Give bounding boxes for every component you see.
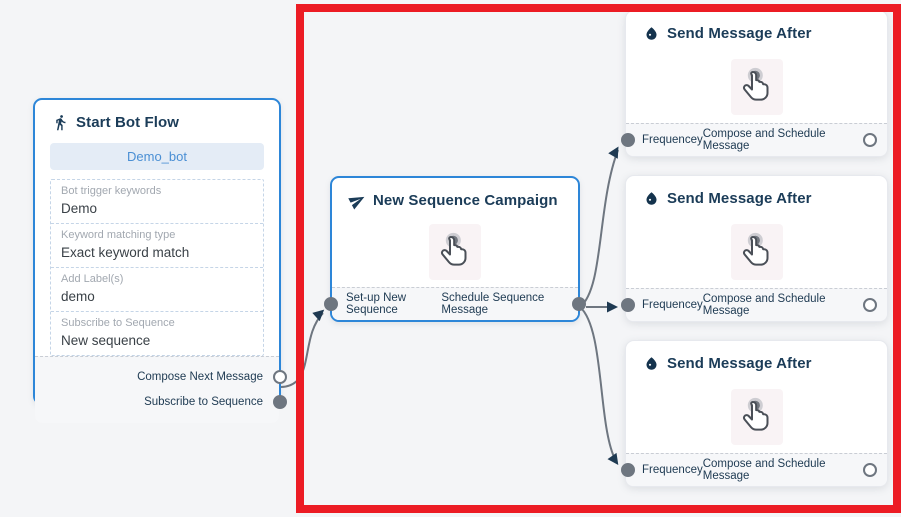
- field-label: Subscribe to Sequence: [61, 317, 175, 329]
- output-label: Compose and Schedule Message: [702, 293, 826, 317]
- output-subscribe-to-sequence: Subscribe to Sequence: [35, 389, 287, 414]
- send-node-body: [626, 50, 887, 123]
- send-node-title: Send Message After: [667, 354, 812, 372]
- input-handle-frequencey[interactable]: [621, 298, 635, 312]
- send-icon: [347, 191, 366, 209]
- input-handle-frequencey[interactable]: [621, 133, 635, 147]
- water-drop-icon: [642, 189, 660, 207]
- output-handle-subscribe-to-sequence[interactable]: [273, 394, 287, 409]
- connector-start-to-campaign: [280, 312, 324, 388]
- field-keyword-matching-type[interactable]: Keyword matching type Exact keyword matc…: [51, 224, 263, 268]
- start-bot-flow-node[interactable]: Start Bot Flow Demo_bot Bot trigger keyw…: [33, 98, 287, 423]
- start-node-outputs: Compose Next Message Subscribe to Sequen…: [35, 356, 287, 423]
- connector-campaign-to-send-3: [579, 306, 615, 458]
- field-value: New sequence: [61, 333, 151, 348]
- send-node-title: Send Message After: [667, 24, 812, 42]
- field-label: Keyword matching type: [61, 229, 176, 241]
- water-drop-icon: [642, 354, 660, 372]
- input-label: Frequencey: [642, 134, 703, 146]
- send-message-after-node-2[interactable]: Send Message After Frequencey Compose an…: [621, 175, 888, 322]
- field-value: demo: [61, 289, 95, 304]
- send-node-title: Send Message After: [667, 189, 812, 207]
- output-handle-schedule-sequence-message[interactable]: [572, 297, 586, 311]
- field-label: Bot trigger keywords: [61, 185, 162, 197]
- output-label: Subscribe to Sequence: [144, 395, 263, 408]
- water-drop-icon: [642, 24, 660, 42]
- send-message-after-node-3[interactable]: Send Message After Frequencey Compose an…: [621, 340, 888, 487]
- send-node-io-row: Frequencey Compose and Schedule Message: [621, 453, 887, 486]
- input-label: Frequencey: [642, 299, 703, 311]
- hand-pointer-icon[interactable]: [730, 58, 783, 115]
- output-label: Compose Next Message: [137, 370, 263, 383]
- send-message-after-node-1[interactable]: Send Message After Frequencey Compose an…: [621, 10, 888, 157]
- hand-pointer-icon[interactable]: [730, 388, 783, 445]
- field-subscribe-to-sequence[interactable]: Subscribe to Sequence New sequence: [51, 312, 263, 355]
- send-node-io-row: Frequencey Compose and Schedule Message: [621, 123, 887, 156]
- field-value: Exact keyword match: [61, 245, 190, 260]
- new-sequence-campaign-node[interactable]: New Sequence Campaign Set-up New Sequenc…: [324, 176, 586, 322]
- send-node-header: Send Message After: [626, 176, 887, 215]
- output-label: Compose and Schedule Message: [702, 128, 826, 152]
- output-handle-compose-next-message[interactable]: [273, 369, 287, 384]
- field-bot-trigger-keywords[interactable]: Bot trigger keywords Demo: [51, 180, 263, 224]
- hand-pointer-icon[interactable]: [730, 223, 783, 280]
- output-handle-compose-schedule[interactable]: [863, 133, 877, 147]
- walking-person-icon: [51, 113, 69, 131]
- send-node-io-row: Frequencey Compose and Schedule Message: [621, 288, 887, 321]
- start-node-title: Start Bot Flow: [76, 113, 180, 131]
- input-handle-frequencey[interactable]: [621, 463, 635, 477]
- input-handle-setup-new-sequence[interactable]: [324, 297, 338, 311]
- send-node-body: [626, 215, 887, 288]
- campaign-node-title: New Sequence Campaign: [373, 191, 558, 209]
- send-node-header: Send Message After: [626, 341, 887, 380]
- bot-name-button[interactable]: Demo_bot: [50, 143, 264, 170]
- output-label: Compose and Schedule Message: [702, 458, 826, 482]
- input-label: Set-up New Sequence: [346, 292, 407, 316]
- output-handle-compose-schedule[interactable]: [863, 298, 877, 312]
- start-node-fields: Bot trigger keywords Demo Keyword matchi…: [50, 179, 264, 356]
- output-label: Schedule Sequence Message: [441, 292, 545, 316]
- hand-pointer-icon[interactable]: [429, 224, 481, 280]
- campaign-node-header: New Sequence Campaign: [332, 178, 578, 217]
- field-value: Demo: [61, 201, 98, 216]
- field-add-labels[interactable]: Add Label(s) demo: [51, 268, 263, 312]
- input-label: Frequencey: [642, 464, 703, 476]
- start-node-header: Start Bot Flow: [35, 100, 279, 139]
- connector-campaign-to-send-1: [579, 149, 619, 308]
- campaign-node-io-row: Set-up New Sequence Schedule Sequence Me…: [324, 287, 586, 320]
- output-handle-compose-schedule[interactable]: [863, 463, 877, 477]
- send-node-header: Send Message After: [626, 11, 887, 50]
- send-node-body: [626, 380, 887, 453]
- field-label: Add Label(s): [61, 273, 124, 285]
- campaign-node-body: [332, 217, 578, 287]
- output-compose-next-message: Compose Next Message: [35, 364, 287, 389]
